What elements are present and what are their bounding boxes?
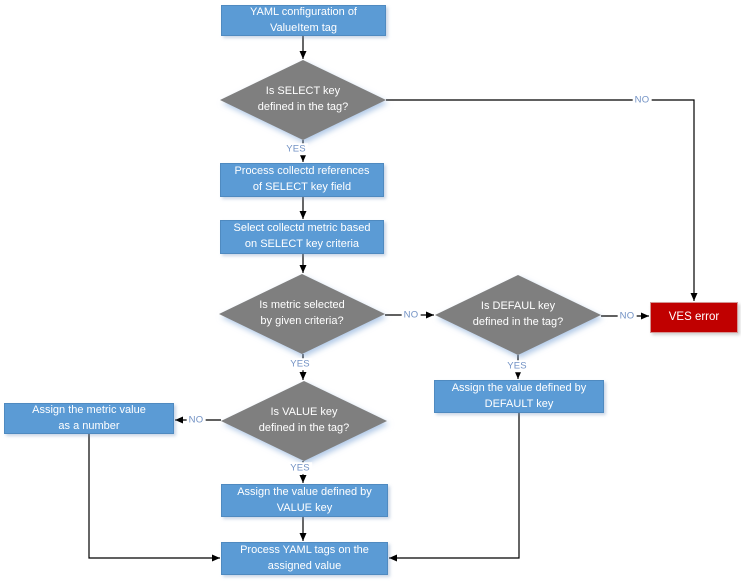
edge-label-yes-metric: YES (288, 358, 312, 370)
decision-default-key-label: Is DEFAUL key defined in the tag? (472, 300, 564, 328)
node-assign-metric-value: Assign the metric value as a number (4, 403, 174, 434)
node-assign-value-key-label: Assign the value defined by VALUE key (237, 485, 372, 514)
decision-metric-selected-label: Is metric selected by given criteria? (259, 299, 345, 327)
node-yaml-config-label: YAML configuration of ValueItem tag (249, 5, 357, 34)
decision-select-key-shape: Is SELECT key defined in the tag? (220, 60, 386, 140)
decision-value-key: Is VALUE key defined in the tag? (221, 381, 387, 461)
node-process-yaml-tags-label: Process YAML tags on the assigned value (240, 543, 369, 572)
node-select-metric: Select collectd metric based on SELECT k… (220, 220, 384, 254)
connector-assign-default-to-process-yaml (389, 413, 520, 562)
node-assign-metric-value-label: Assign the metric value as a number (32, 403, 146, 432)
decision-default-key-shape: Is DEFAUL key defined in the tag? (435, 275, 601, 355)
edge-label-no-value: NO (186, 414, 206, 426)
edge-label-no-default: NO (617, 310, 637, 322)
decision-value-key-shape: Is VALUE key defined in the tag? (221, 381, 387, 461)
decision-value-key-label: Is VALUE key defined in the tag? (258, 406, 350, 434)
node-process-references-label: Process collectd references of SELECT ke… (234, 165, 370, 193)
node-select-metric-label: Select collectd metric based on SELECT k… (233, 222, 371, 250)
decision-metric-selected-shape: Is metric selected by given criteria? (219, 274, 385, 354)
edge-label-yes-default: YES (505, 360, 529, 372)
node-ves-error-label: VES error (668, 311, 720, 324)
connector-assign-metric-to-process-yaml (88, 434, 220, 562)
node-assign-default-value: Assign the value defined by DEFAULT key (434, 380, 604, 413)
node-ves-error: VES error (650, 302, 738, 333)
edge-label-no-metric: NO (401, 309, 421, 321)
edge-label-yes-value: YES (288, 462, 312, 474)
node-yaml-config: YAML configuration of ValueItem tag (221, 5, 386, 36)
connector-select-no-to-ves-error (386, 99, 698, 301)
decision-default-key: Is DEFAUL key defined in the tag? (435, 275, 601, 355)
node-assign-value-key: Assign the value defined by VALUE key (221, 484, 388, 517)
decision-select-key: Is SELECT key defined in the tag? (220, 60, 386, 140)
node-process-yaml-tags: Process YAML tags on the assigned value (221, 542, 388, 575)
node-process-references: Process collectd references of SELECT ke… (220, 163, 384, 197)
decision-metric-selected: Is metric selected by given criteria? (219, 274, 385, 354)
edge-label-yes-select: YES (284, 143, 308, 155)
edge-label-no-select: NO (632, 94, 652, 106)
decision-select-key-label: Is SELECT key defined in the tag? (257, 85, 349, 113)
node-assign-default-value-label: Assign the value defined by DEFAULT key (451, 381, 587, 410)
